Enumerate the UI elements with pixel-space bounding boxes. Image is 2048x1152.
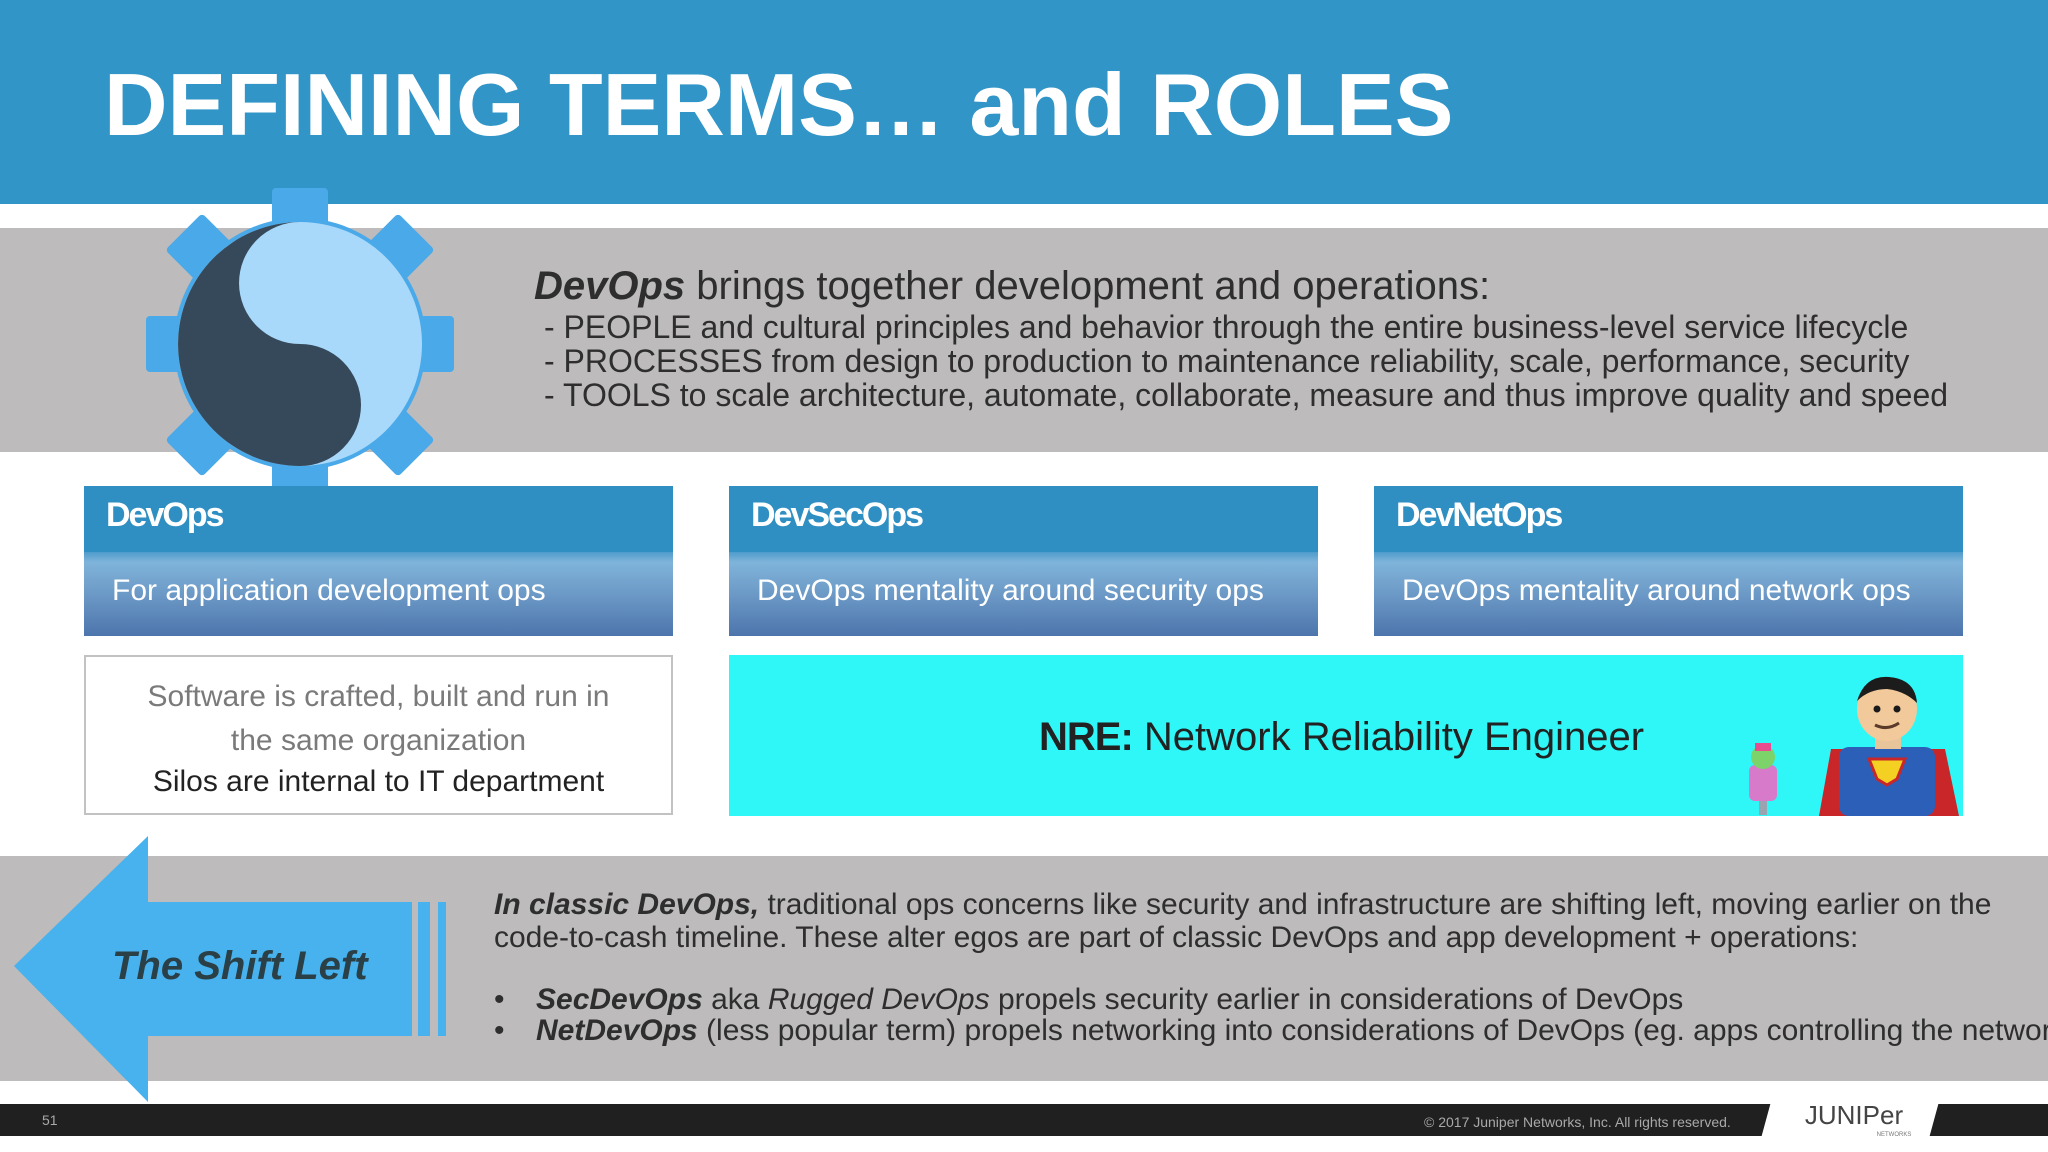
lego-superhero-image <box>1749 676 1959 816</box>
role-description: DevOps mentality around security ops <box>757 574 1264 607</box>
role-description: DevOps mentality around network ops <box>1402 574 1911 607</box>
role-description: For application development ops <box>112 574 546 607</box>
shift-lead: In classic DevOps, <box>494 888 760 921</box>
role-body: DevOps mentality around network ops <box>1374 552 1963 636</box>
shift-left-text: In classic DevOps, traditional ops conce… <box>494 888 2048 1047</box>
bullet-mid: aka <box>702 983 768 1016</box>
nre-text: NRE: Network Reliability Engineer <box>1039 715 1644 760</box>
silo-note-line2: Silos are internal to IT department <box>152 765 605 798</box>
footer-bar <box>0 1104 2048 1136</box>
role-header: DevOps <box>84 486 673 552</box>
left-arrow-icon <box>14 836 446 1102</box>
bullet-icon: • <box>494 983 505 1016</box>
bullet-term: SecDevOps <box>536 983 703 1016</box>
logo-subtext: NETWORKS <box>1877 1132 1912 1138</box>
shift-paragraph-text: traditional ops concerns like security a… <box>494 888 1992 954</box>
bullet-text: propels security earlier in consideratio… <box>989 983 1684 1016</box>
yin-yang-gear-icon <box>146 188 454 500</box>
role-title: DevNetOps <box>1396 496 1563 534</box>
logo-wordmark: JUNIPer <box>1805 1100 1904 1130</box>
page-title: DEFINING TERMS… and ROLES <box>104 55 1454 154</box>
role-body: DevOps mentality around security ops <box>729 552 1318 636</box>
role-card-devsecops: DevSecOps DevOps mentality around securi… <box>729 486 1318 636</box>
bullet-text: (less popular term) propels networking i… <box>697 1014 2048 1047</box>
nre-box: NRE: Network Reliability Engineer <box>729 655 1963 816</box>
role-body: For application development ops <box>84 552 673 636</box>
silo-note-line1: Software is crafted, built and run in th… <box>147 680 610 757</box>
role-title: DevOps <box>106 496 224 534</box>
bullet-icon: • <box>494 1014 505 1047</box>
intro-heading: DevOps brings together development and o… <box>534 262 1948 310</box>
title-bar <box>0 0 2048 204</box>
juniper-logo: JUNIPer NETWORKS <box>1760 1098 1940 1142</box>
nre-title: Network Reliability Engineer <box>1132 715 1645 759</box>
intro-heading-rest: brings together development and operatio… <box>685 264 1491 308</box>
intro-line-people: - PEOPLE and cultural principles and beh… <box>544 309 1909 345</box>
nre-label: NRE: <box>1039 715 1134 759</box>
bullet-alias: Rugged DevOps <box>767 983 990 1016</box>
role-card-devnetops: DevNetOps DevOps mentality around networ… <box>1374 486 1963 636</box>
role-card-devops: DevOps For application development ops <box>84 486 673 636</box>
list-item: • SecDevOps aka Rugged DevOps propels sec… <box>494 984 2004 1015</box>
slide-number: 51 <box>42 1112 58 1128</box>
shift-bullet-list: • SecDevOps aka Rugged DevOps propels sec… <box>494 984 2048 1047</box>
intro-line-tools: - TOOLS to scale architecture, automate,… <box>544 377 1949 413</box>
list-item: • NetDevOps (less popular term) propels n… <box>494 1014 2048 1047</box>
silo-note-box: Software is crafted, built and run in th… <box>84 655 673 815</box>
devops-intro: DevOps brings together development and o… <box>534 262 1948 412</box>
bullet-term: NetDevOps <box>536 1014 698 1047</box>
role-title: DevSecOps <box>751 496 924 534</box>
copyright-notice: © 2017 Juniper Networks, Inc. All rights… <box>1424 1114 1731 1130</box>
role-header: DevNetOps <box>1374 486 1963 552</box>
shift-paragraph: In classic DevOps, traditional ops conce… <box>494 888 2004 954</box>
intro-line-processes: - PROCESSES from design to production to… <box>544 343 1910 379</box>
intro-lead: DevOps <box>534 264 686 308</box>
role-header: DevSecOps <box>729 486 1318 552</box>
shift-left-label: The Shift Left <box>112 944 368 988</box>
